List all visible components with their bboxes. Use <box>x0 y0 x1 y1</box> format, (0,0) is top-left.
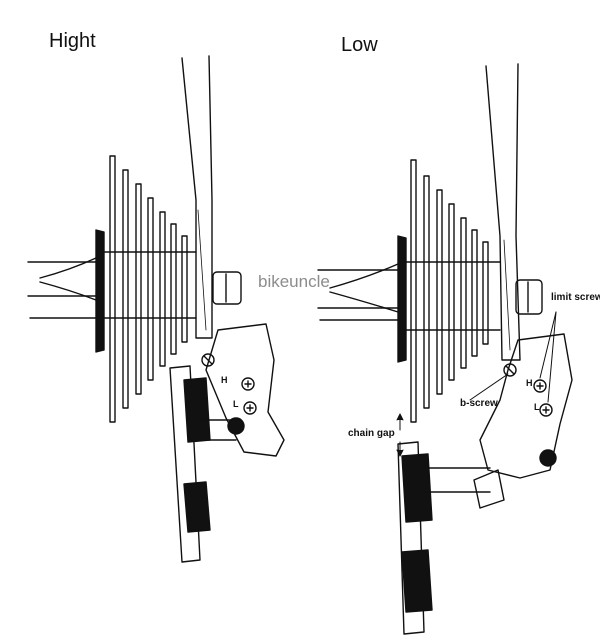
limit-screws-label: limit screws <box>551 292 600 303</box>
high-pulley-cage <box>169 365 237 563</box>
low-callout-leaders <box>396 311 557 457</box>
low-panel-l-screw-letter: L <box>534 402 540 412</box>
low-gear-title: Low <box>341 34 378 56</box>
high-frame-dropout <box>181 55 213 339</box>
high-hub-axle <box>27 229 105 353</box>
high-axle-nut <box>212 271 242 305</box>
low-panel-drawing <box>317 63 573 635</box>
b-screw-label: b-screw <box>460 398 498 409</box>
low-derailleur-body <box>473 333 573 509</box>
low-panel-h-screw-letter: H <box>526 378 533 388</box>
high-derailleur-body <box>201 323 285 457</box>
low-cassette <box>405 159 501 423</box>
high-cassette <box>103 155 197 423</box>
watermark-text: bikeuncle <box>258 272 330 291</box>
low-hub-axle <box>317 235 407 363</box>
low-pulley-cage <box>397 441 491 635</box>
high-panel-h-screw-letter: H <box>221 375 228 385</box>
low-axle-nut <box>515 279 543 315</box>
low-frame-dropout <box>485 63 521 361</box>
chain-gap-label: chain gap <box>348 428 395 439</box>
high-panel-l-screw-letter: L <box>233 399 239 409</box>
high-gear-title: Hight <box>49 30 96 52</box>
high-panel-drawing <box>27 55 285 563</box>
